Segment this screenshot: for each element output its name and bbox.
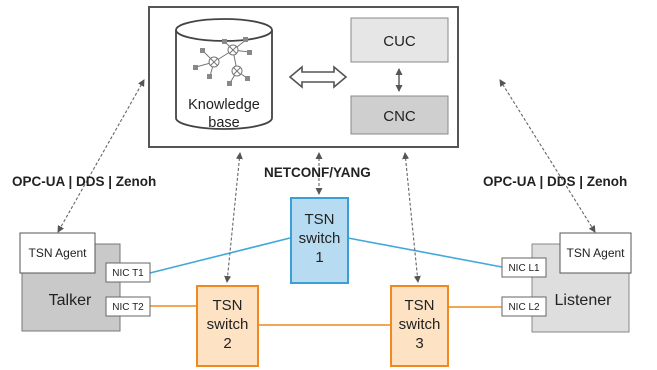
switch2-label-2: switch (207, 316, 249, 333)
switch1-label-3: 1 (315, 249, 323, 266)
protocol-label-left: OPC-UA | DDS | Zenoh (12, 174, 156, 189)
cnc-label: CNC (383, 108, 416, 125)
listener-device: TSN Agent Listener NIC L1 NIC L2 (501, 232, 632, 333)
mgmt-arrow-switch2 (224, 152, 243, 283)
switch3-label-1: TSN (405, 297, 435, 314)
link-switch1-listener (347, 237, 503, 268)
cuc-label: CUC (383, 33, 416, 50)
switch3-label-2: switch (399, 316, 441, 333)
mgmt-arrow-switch3 (402, 152, 421, 283)
tsn-switch-1: TSN switch 1 (290, 197, 349, 284)
protocol-label-center: NETCONF/YANG (264, 165, 371, 180)
nic-t1-label: NIC T1 (112, 268, 144, 279)
switch2-label-1: TSN (213, 297, 243, 314)
bidirectional-hollow-arrow-icon (288, 65, 348, 89)
talker-tsn-agent-box (19, 232, 96, 274)
protocol-label-right: OPC-UA | DDS | Zenoh (483, 174, 627, 189)
knowledge-base-cylinder: Knowledge base (175, 18, 273, 131)
tsn-switch-3: TSN switch 3 (390, 285, 449, 367)
knowledge-base-label-2: base (208, 115, 239, 131)
nic-l2-box (501, 296, 547, 317)
cnc-box (350, 95, 449, 135)
tsn-switch-2: TSN switch 2 (196, 285, 259, 367)
switch2-label-3: 2 (223, 335, 231, 352)
switch3-label-3: 3 (415, 335, 423, 352)
listener-label: Listener (555, 292, 613, 309)
switch1-label-2: switch (299, 230, 341, 247)
talker-tsn-agent-label: TSN Agent (28, 246, 87, 260)
link-talker-switch1 (149, 237, 291, 274)
mgmt-arrow-listener (499, 79, 596, 233)
nic-l1-box (501, 257, 547, 278)
knowledge-base-label-1: Knowledge (188, 97, 260, 113)
mgmt-arrow-talker (57, 79, 145, 233)
nic-l2-label: NIC L2 (508, 302, 540, 313)
listener-tsn-agent-label: TSN Agent (566, 246, 625, 260)
talker-device: TSN Agent Talker NIC T1 NIC T2 (19, 232, 151, 332)
nic-t2-box (105, 296, 151, 317)
knowledge-graph-icon (193, 37, 252, 86)
nic-l1-label: NIC L1 (508, 263, 540, 274)
nic-t2-label: NIC T2 (112, 302, 144, 313)
talker-label: Talker (49, 292, 92, 309)
cuc-box (350, 17, 449, 63)
listener-tsn-agent-box (559, 232, 632, 274)
nic-t1-box (105, 262, 151, 283)
switch1-label-1: TSN (305, 211, 335, 228)
